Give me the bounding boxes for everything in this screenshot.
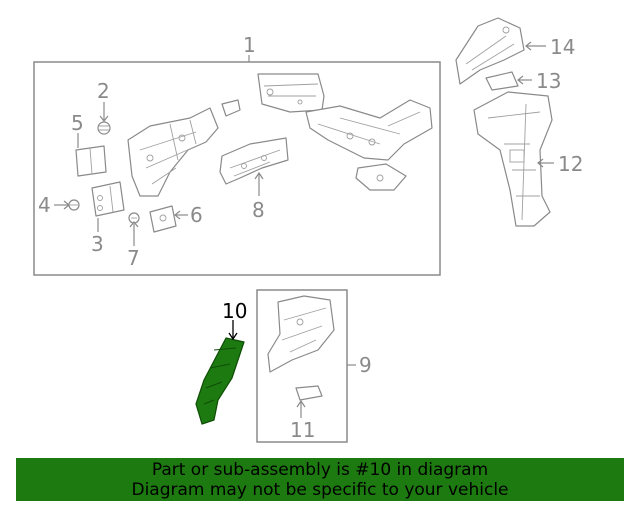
rail-bracket	[355, 163, 407, 191]
banner-line-1: Part or sub-assembly is #10 in diagram	[151, 459, 489, 480]
callout-6: 6	[190, 203, 203, 227]
part-5	[75, 145, 107, 177]
info-banner: Part or sub-assembly is #10 in diagram D…	[16, 458, 624, 501]
rail-member	[305, 99, 433, 161]
callout-8: 8	[252, 198, 265, 222]
assembly-9-part	[267, 295, 335, 373]
banner-line-2: Diagram may not be specific to your vehi…	[131, 479, 509, 500]
callout-1: 1	[243, 33, 256, 57]
callout-11: 11	[290, 418, 315, 442]
part-7	[128, 212, 140, 224]
callout-3: 3	[91, 232, 104, 256]
part-6	[149, 205, 177, 233]
callout-10: 10	[222, 299, 247, 323]
callout-13: 13	[536, 69, 561, 93]
side-member	[127, 99, 241, 197]
callout-9: 9	[359, 353, 372, 377]
callout-7: 7	[127, 246, 140, 270]
callout-12: 12	[558, 152, 583, 176]
callout-14: 14	[550, 35, 575, 59]
callout-2: 2	[97, 79, 110, 103]
part-14	[455, 17, 525, 85]
upper-panel	[257, 73, 325, 113]
part-2	[97, 121, 111, 135]
assembly-9-box	[256, 289, 348, 443]
callout-5: 5	[71, 111, 84, 135]
part-13	[485, 71, 519, 91]
part-8	[219, 137, 289, 185]
callout-4: 4	[38, 193, 51, 217]
part-12	[473, 91, 553, 227]
part-10-highlighted[interactable]	[195, 337, 245, 425]
part-3	[91, 181, 125, 217]
part-4	[68, 199, 80, 211]
assembly-1-box	[33, 61, 441, 276]
part-11	[295, 385, 323, 401]
